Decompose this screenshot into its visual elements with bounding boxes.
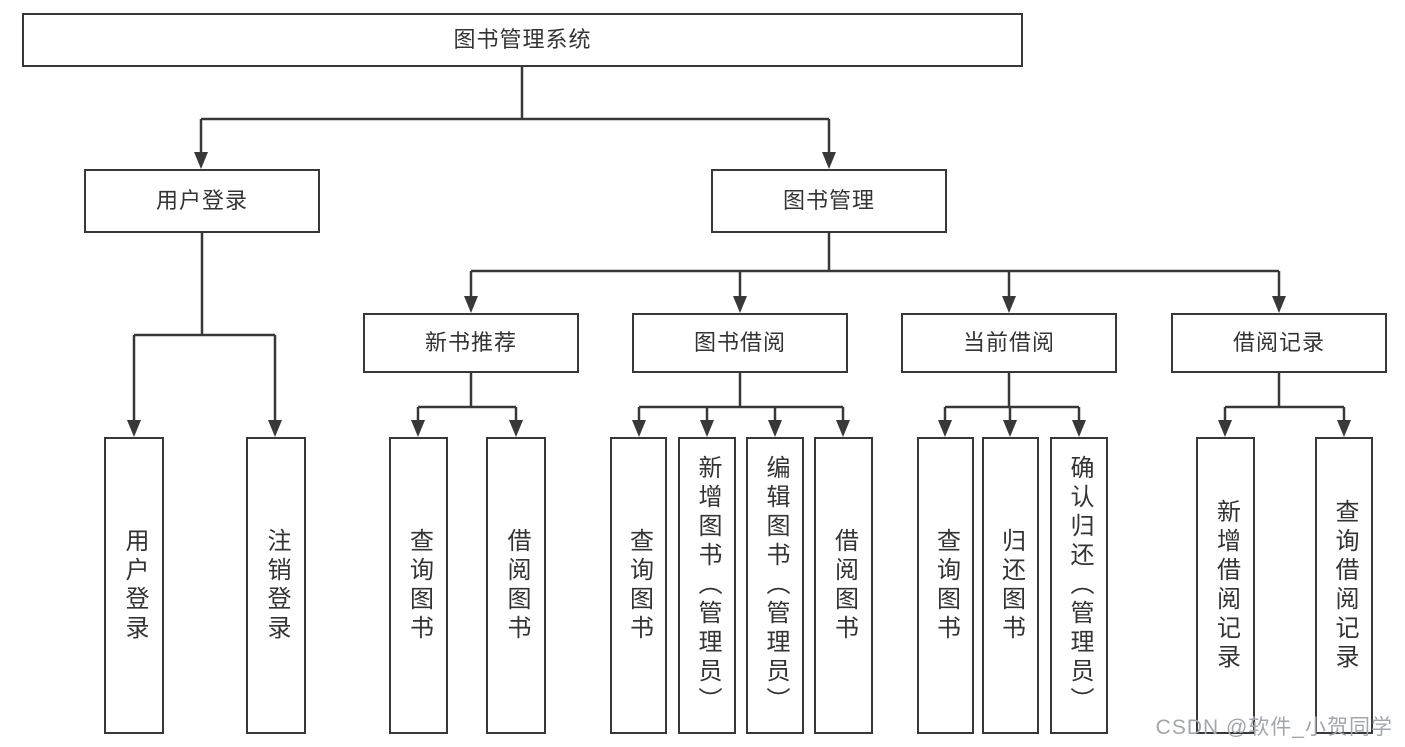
node-borrow-records: 借阅记录 <box>1171 313 1387 373</box>
leaf-query-book-current: 查询图书 <box>917 437 974 734</box>
node-book-management: 图书管理 <box>711 169 947 233</box>
leaf-borrow-book-borrowing: 借阅图书 <box>814 437 873 734</box>
leaf-add-borrow-record: 新增借阅记录 <box>1196 437 1255 734</box>
leaf-logout: 注销登录 <box>246 437 306 734</box>
leaf-borrow-book-recommend: 借阅图书 <box>486 437 546 734</box>
arrowheads <box>127 152 1351 437</box>
leaf-add-book-admin: 新增图书（管理员） <box>678 437 736 734</box>
leaf-confirm-return-admin: 确认归还（管理员） <box>1050 437 1108 734</box>
leaf-query-borrow-record: 查询借阅记录 <box>1315 437 1373 734</box>
leaf-user-login: 用户登录 <box>104 437 164 734</box>
leaf-query-book-recommend: 查询图书 <box>389 437 448 734</box>
node-new-book-recommend: 新书推荐 <box>363 313 579 373</box>
node-user-login: 用户登录 <box>84 169 320 233</box>
node-current-borrowing: 当前借阅 <box>901 313 1117 373</box>
connector-lines <box>132 67 1346 422</box>
leaf-return-book: 归还图书 <box>982 437 1039 734</box>
leaf-query-book-borrowing: 查询图书 <box>610 437 667 734</box>
leaf-edit-book-admin: 编辑图书（管理员） <box>746 437 804 734</box>
csdn-watermark: CSDN @软件_小贺同学 <box>1155 716 1393 739</box>
node-book-borrowing: 图书借阅 <box>632 313 848 373</box>
node-book-management-system: 图书管理系统 <box>22 13 1023 67</box>
